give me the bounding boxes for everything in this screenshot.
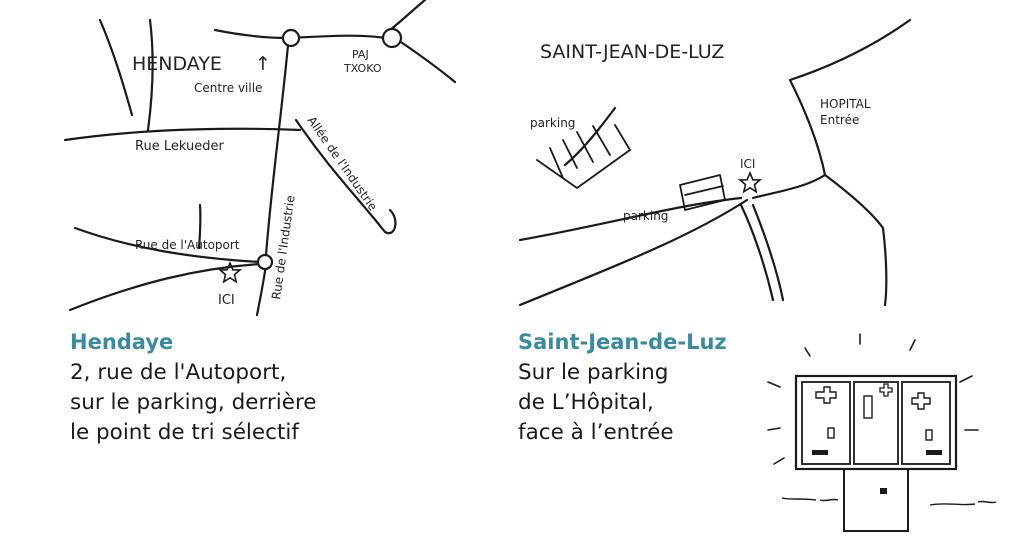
street-industrie: Rue de l'Industrie [269, 194, 297, 300]
roundabout-paj [381, 27, 403, 49]
road-top-left [98, 18, 134, 117]
caption-line: de L’Hôpital, [518, 390, 654, 415]
north-arrow: ↑ [255, 53, 271, 75]
town-label: SAINT-JEAN-DE-LUZ [540, 41, 724, 63]
truck-icon [767, 333, 997, 532]
road-paj-up [388, 0, 427, 32]
street-autoport: Rue de l'Autoport [135, 238, 240, 252]
town-label: HENDAYE [132, 53, 222, 75]
hospital-outline [788, 18, 912, 307]
caption-title: Hendaye [70, 330, 174, 354]
sjdl-map: SAINT-JEAN-DE-LUZ HOPITAL Entrée parking… [515, 0, 925, 320]
road-industrie-vertical [264, 43, 290, 257]
txoko-label: TXOKO [343, 62, 382, 75]
road-to-hospital [751, 173, 827, 200]
parking-bottom-label: parking [623, 209, 668, 223]
parking-top-label: parking [530, 116, 575, 130]
road-upper [518, 196, 743, 242]
road-industrie-lower [255, 263, 268, 317]
hendaye-map: HENDAYE ↑ Centre ville PAJ TXOKO Rue Lek… [60, 0, 460, 320]
parking-top-slots [536, 124, 631, 189]
road-top-main [213, 28, 290, 40]
caption-line: face à l’entrée [518, 420, 674, 445]
entree-label: Entrée [820, 113, 859, 127]
paj-label: PAJ [352, 48, 369, 61]
here-label: ICI [218, 293, 235, 308]
road-autoport [73, 226, 262, 264]
road-lekueder [63, 127, 302, 142]
caption-line: le point de tri sélectif [70, 420, 299, 445]
sjdl-caption: Saint-Jean-de-Luz Sur le parking de L’Hô… [518, 330, 727, 448]
centre-label: Centre ville [194, 81, 262, 95]
road-stub [197, 203, 202, 250]
street-allee: Allée de l'Industrie [305, 114, 381, 214]
caption-line: Sur le parking [518, 360, 669, 385]
road-autoport-lower [68, 262, 262, 312]
road-down-right [751, 203, 785, 302]
caption-line: 2, rue de l'Autoport, [70, 360, 287, 385]
truck-illustration [760, 330, 1000, 540]
caption-line: sur le parking, derrière [70, 390, 317, 415]
star-icon [217, 260, 243, 284]
road-down-left [739, 203, 775, 302]
road-curve-left [146, 18, 154, 132]
caption-title: Saint-Jean-de-Luz [518, 330, 727, 354]
road-allee [294, 118, 397, 235]
road-paj [286, 34, 387, 40]
hendaye-caption: Hendaye 2, rue de l'Autoport, sur le par… [70, 330, 317, 448]
star-icon [737, 170, 763, 194]
road-paj-right [396, 38, 457, 84]
street-lekueder: Rue Lekueder [135, 139, 224, 154]
parking-small-box [679, 174, 726, 211]
roundabout-top [281, 28, 301, 48]
parking-top-outline [563, 106, 617, 167]
hopital-label: HOPITAL [820, 97, 871, 111]
roundabout-autoport [256, 253, 274, 271]
road-main [518, 198, 749, 307]
here-label: ICI [740, 157, 755, 171]
